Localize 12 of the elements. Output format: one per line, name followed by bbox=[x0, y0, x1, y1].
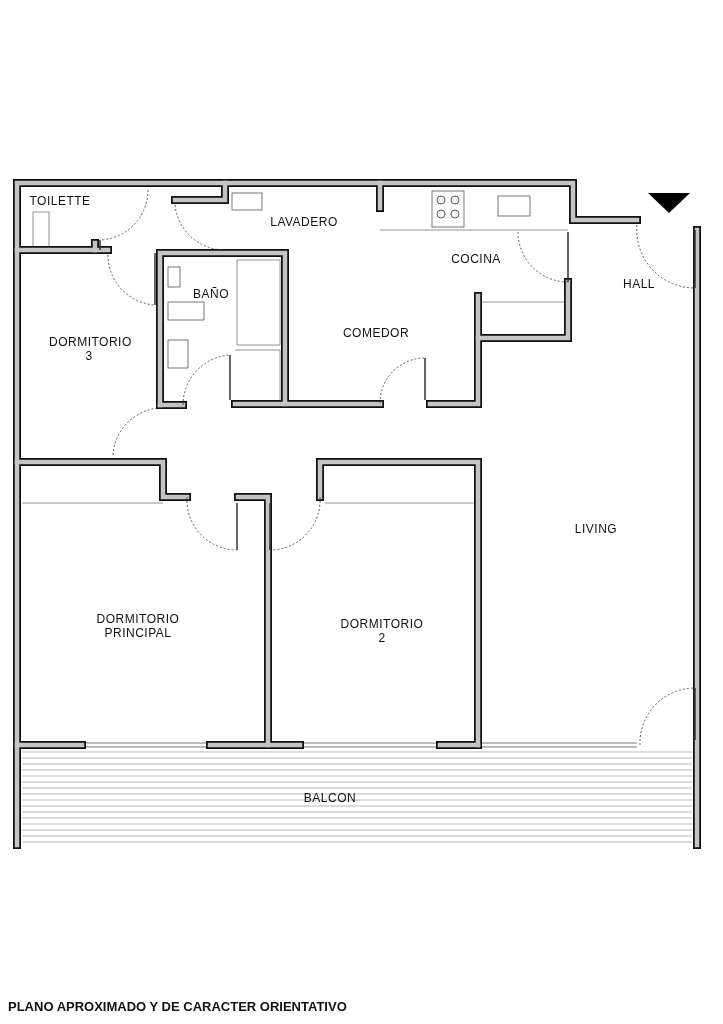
caption: PLANO APROXIMADO Y DE CARACTER ORIENTATIVO bbox=[8, 999, 347, 1014]
room-label: COMEDOR bbox=[341, 326, 411, 340]
room-label: DORMITORIO PRINCIPAL bbox=[95, 612, 181, 640]
room-label: DORMITORIO 3 bbox=[49, 335, 129, 363]
room-label: COCINA bbox=[450, 252, 502, 266]
room-label: DORMITORIO 2 bbox=[339, 617, 425, 645]
room-label: BAÑO bbox=[192, 287, 230, 301]
room-label: LIVING bbox=[573, 522, 619, 536]
room-label: TOILETTE bbox=[28, 194, 92, 208]
room-label: BALCON bbox=[302, 791, 358, 805]
room-label: LAVADERO bbox=[269, 215, 339, 229]
room-label: HALL bbox=[622, 277, 656, 291]
